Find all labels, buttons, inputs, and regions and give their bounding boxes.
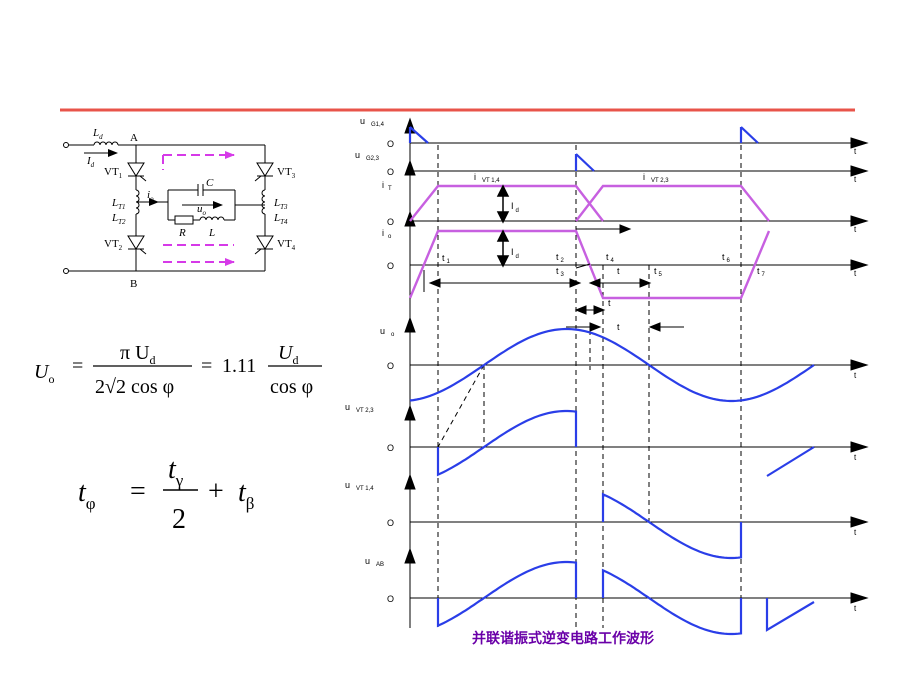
svg-text:uVT 1,4: uVT 1,4 (345, 480, 374, 492)
resistor-r (174, 215, 194, 225)
svg-text:t: t (854, 147, 857, 156)
ld-label: Ld (92, 127, 103, 141)
node-a-label: A (130, 132, 138, 144)
svg-text:iVT 1,4: iVT 1,4 (474, 172, 500, 184)
lt1-label: LT1 (111, 197, 126, 211)
svg-text:t: t (608, 298, 611, 308)
svg-text:t3: t3 (556, 266, 565, 278)
svg-text:iT: iT (382, 180, 392, 192)
svg-text:uAB: uAB (365, 556, 384, 568)
interval-arrows (423, 224, 684, 332)
svg-text:t: t (854, 604, 857, 613)
svg-text:2√2 cos φ: 2√2 cos φ (95, 376, 174, 398)
svg-text:1.11: 1.11 (222, 355, 256, 377)
svg-text:Uo: Uo (34, 361, 54, 386)
thyristor-current-traces (409, 184, 770, 222)
uo-label: uo (197, 203, 207, 217)
svg-text:t5: t5 (654, 266, 663, 278)
svg-text:t1: t1 (442, 253, 451, 265)
vt3-label: VT3 (277, 166, 296, 180)
svg-text:Id: Id (511, 201, 519, 214)
svg-text:t7: t7 (757, 266, 766, 278)
svg-text:uG2,3: uG2,3 (355, 150, 380, 162)
svg-text:=: = (130, 476, 146, 507)
terminal-top (63, 142, 69, 148)
inductor-lt3 (261, 189, 266, 215)
svg-text:=: = (72, 355, 83, 377)
svg-text:iVT 2,3: iVT 2,3 (643, 172, 669, 184)
svg-text:t6: t6 (722, 252, 731, 264)
svg-text:O: O (387, 139, 394, 149)
circuit-labels: A B Ld Id VT1 VT2 VT3 VT4 LT1 LT2 LT3 LT… (86, 127, 296, 290)
equation-uo: Uo = π Ud 2√2 cos φ = 1.11 Ud cos φ (34, 342, 322, 398)
vt1-label: VT1 (104, 166, 123, 180)
svg-text:t: t (617, 322, 620, 332)
svg-text:t: t (854, 269, 857, 278)
svg-text:tφ: tφ (78, 477, 96, 513)
svg-text:t2: t2 (556, 252, 565, 264)
svg-text:O: O (387, 217, 394, 227)
thyristor-vt1 (127, 162, 145, 177)
thyristor-voltage-traces (436, 409, 815, 636)
io-label: io (147, 189, 154, 203)
svg-text:O: O (387, 518, 394, 528)
svg-text:Id: Id (511, 247, 519, 260)
inverter-circuit (63, 141, 274, 274)
inductor-l (199, 216, 225, 221)
svg-text:t: t (854, 528, 857, 537)
id-label: Id (86, 155, 95, 169)
svg-text:O: O (387, 443, 394, 453)
node-b-label: B (130, 278, 137, 290)
gate-pulses (408, 126, 759, 172)
terminal-bottom (63, 268, 69, 274)
r-label: R (178, 227, 186, 239)
svg-text:uo: uo (380, 326, 395, 338)
id-dimensions (496, 184, 510, 268)
svg-text:O: O (387, 361, 394, 371)
svg-text:uG1,4: uG1,4 (360, 116, 385, 128)
lt4-label: LT4 (273, 212, 288, 226)
svg-text:=: = (201, 355, 212, 377)
vt4-label: VT4 (277, 238, 296, 252)
lt2-label: LT2 (111, 212, 126, 226)
svg-text:t4: t4 (606, 252, 615, 264)
svg-text:t: t (854, 225, 857, 234)
svg-text:t: t (854, 453, 857, 462)
output-voltage-trace (409, 327, 815, 403)
lt3-label: LT3 (273, 197, 288, 211)
vt2-label: VT2 (104, 238, 123, 252)
svg-text:t: t (854, 371, 857, 380)
svg-text:tγ: tγ (168, 454, 184, 490)
waveform-axes (404, 117, 869, 628)
svg-text:uVT 2,3: uVT 2,3 (345, 402, 374, 414)
svg-text:tβ: tβ (238, 477, 254, 513)
thyristor-vt2 (127, 235, 145, 250)
inductor-ld (93, 141, 119, 146)
c-label: C (206, 177, 214, 189)
svg-text:O: O (387, 167, 394, 177)
thyristor-vt4 (256, 235, 274, 250)
thyristor-vt3 (256, 162, 274, 177)
svg-text:Ud: Ud (278, 342, 298, 367)
svg-text:O: O (387, 261, 394, 271)
svg-text:π Ud: π Ud (120, 342, 156, 367)
l-label: L (208, 227, 215, 239)
svg-text:2: 2 (172, 504, 186, 535)
svg-text:io: io (382, 228, 392, 240)
svg-text:t: t (854, 175, 857, 184)
svg-text:O: O (387, 594, 394, 604)
figure-caption: 并联谐振式逆变电路工作波形 (472, 630, 654, 647)
svg-text:+: + (208, 476, 224, 507)
svg-text:cos φ: cos φ (270, 376, 313, 398)
time-markers (437, 145, 742, 628)
equation-tphi: tφ = tγ 2 + tβ (78, 454, 254, 535)
svg-text:t: t (617, 266, 620, 276)
